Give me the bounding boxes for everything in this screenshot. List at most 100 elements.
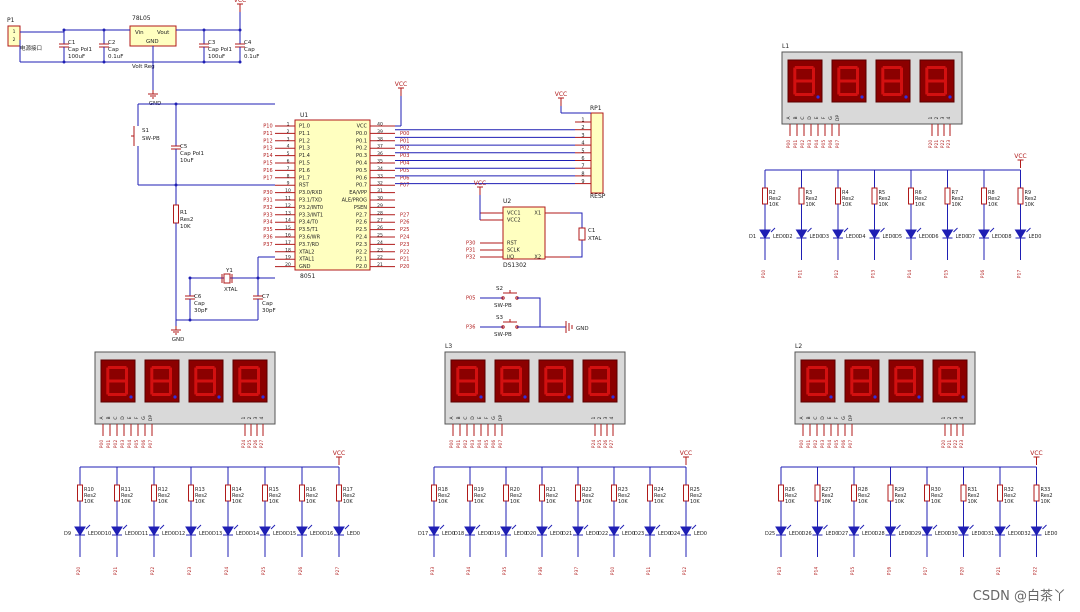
led-ref: D17	[418, 531, 428, 537]
resistor-body	[683, 484, 689, 502]
resistor-value: 10K	[546, 499, 556, 505]
net-label: P06	[400, 175, 409, 181]
resistor-type: Res2	[879, 196, 891, 202]
net-label: P20	[941, 440, 947, 449]
mcu-pin-number: 14	[285, 218, 291, 224]
resistor-type: Res2	[785, 493, 797, 499]
rtc-pin-name: RST	[507, 241, 518, 247]
seven-segment-digit	[831, 59, 867, 103]
resistor-body	[262, 484, 268, 502]
resistor-value: 10K	[785, 499, 795, 505]
segment-pin-label: A	[799, 416, 805, 420]
net-label: P16	[980, 270, 986, 279]
resistor-body	[647, 484, 653, 502]
switch-type: SW-PB	[494, 303, 512, 309]
net-label: P07	[400, 183, 409, 189]
led-triangle	[848, 526, 860, 536]
cap-value: 30pF	[262, 308, 276, 314]
resistor-value: 10K	[510, 499, 520, 505]
seven-segment-digit	[800, 359, 836, 403]
resistor-value: 10K	[952, 202, 962, 208]
segment-pin-label: A	[99, 416, 105, 420]
common-pin-label: 2	[247, 416, 253, 419]
resistor-type: Res2	[822, 493, 834, 499]
led-type: LED0	[125, 531, 138, 537]
cap-value: 100uF	[208, 54, 225, 60]
net-label: P22	[953, 440, 959, 449]
connector-p1	[7, 25, 21, 47]
decimal-point	[567, 395, 571, 399]
resistor-body	[431, 484, 437, 502]
led-ray	[880, 227, 885, 233]
net-label: P23	[400, 242, 409, 248]
cap-ref: C4	[244, 40, 252, 46]
net-label: P15	[263, 161, 272, 167]
common-pin-label: 2	[934, 116, 940, 119]
led-ray	[807, 227, 812, 233]
net-label: P01	[456, 440, 462, 449]
net-label: P00	[400, 131, 409, 137]
led-triangle	[333, 526, 345, 536]
led-ref: D32	[1021, 531, 1031, 537]
net-label: P24	[591, 440, 597, 449]
resistor-type: Res2	[232, 493, 244, 499]
cap-value: 10uF	[180, 158, 194, 164]
net-label: P03	[807, 140, 813, 149]
resistor-ref: R25	[690, 487, 700, 493]
net-label: P15	[944, 270, 950, 279]
resistor-type: Res2	[690, 493, 702, 499]
resistor-ref: R7	[952, 190, 959, 196]
led-ray	[953, 227, 958, 233]
resistor-ref: R12	[158, 487, 168, 493]
segment-pin-label: E	[127, 416, 133, 419]
segment-pin-label: E	[827, 416, 833, 419]
wire	[570, 240, 583, 258]
resistor-type: Res2	[931, 493, 943, 499]
net-label: P27	[259, 440, 265, 449]
segment-pin-label: B	[793, 116, 799, 119]
segment-pin-label: D	[807, 116, 813, 120]
mcu-pin-name: P0.1	[356, 138, 367, 144]
net-label: P05	[834, 440, 840, 449]
wire	[570, 212, 583, 228]
resistor-type: Res2	[842, 196, 854, 202]
resistor-type: Res2	[1025, 196, 1037, 202]
resistor-value: 10K	[931, 499, 941, 505]
seven-segment-digit	[100, 359, 136, 403]
net-label: P12	[834, 270, 840, 279]
resistor-body	[503, 484, 509, 502]
switch-ref: S3	[496, 315, 503, 321]
led-ref: D16	[323, 531, 333, 537]
vcc-symbol: VCC	[1030, 450, 1043, 465]
led-type: LED0	[273, 531, 286, 537]
seven-segment-display: L1AP00BP01CP02DP03EP04FP05GP06DPP071P202…	[781, 43, 963, 149]
mcu-pin-number: 25	[377, 233, 383, 239]
pin-num: 1	[13, 29, 16, 35]
resistor-ref: R20	[510, 487, 520, 493]
net-label: P36	[263, 235, 272, 241]
mcu-pin-name: P1.1	[299, 131, 310, 137]
net-label: P14	[814, 567, 820, 576]
led-type: LED0	[1045, 531, 1058, 537]
led-ray	[547, 524, 553, 530]
net-label: P15	[850, 567, 856, 576]
mcu-pin-name: VCC	[357, 124, 368, 130]
mcu-pin-number: 3	[287, 136, 290, 142]
decimal-point	[961, 395, 965, 399]
led-ref: D31	[984, 531, 994, 537]
mcu-pin-name: P3.7/RD	[299, 242, 319, 248]
net-label: P05	[466, 296, 475, 302]
resistor-value: 10K	[195, 499, 205, 505]
segment-pin-label: C	[813, 416, 819, 419]
mcu-pin-name: P3.6/WR	[299, 235, 321, 241]
led-triangle	[921, 526, 933, 536]
net-label: P32	[466, 255, 475, 261]
net-label: P03	[470, 440, 476, 449]
switch-contact	[501, 325, 505, 329]
